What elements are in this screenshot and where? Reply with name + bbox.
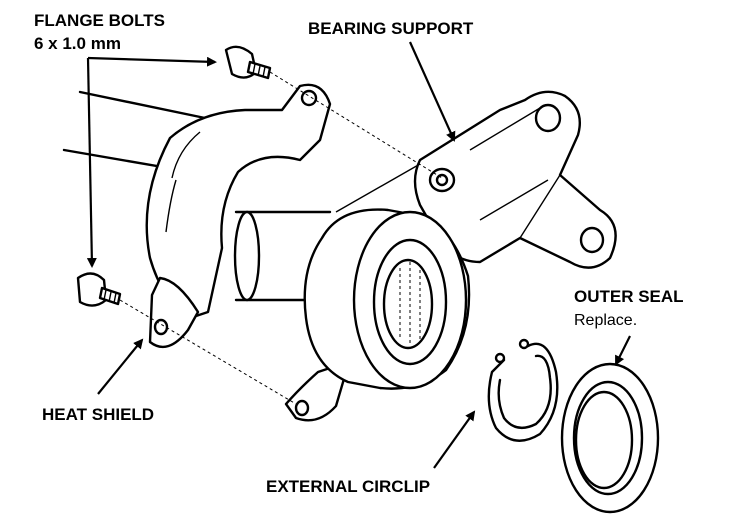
heat-shield <box>145 83 348 422</box>
label-bearing-support: BEARING SUPPORT <box>308 19 474 38</box>
outer-seal <box>560 362 660 514</box>
alignment-lines <box>119 71 443 405</box>
leader-lines <box>86 41 631 469</box>
external-circlip <box>487 338 559 442</box>
label-heat-shield: HEAT SHIELD <box>42 405 154 424</box>
bearing-assembly <box>303 208 471 390</box>
flange-bolt-lower <box>76 272 122 307</box>
label-external-circlip: EXTERNAL CIRCLIP <box>266 477 430 496</box>
label-flange-bolts: FLANGE BOLTS <box>34 11 165 30</box>
flange-bolt-upper <box>224 45 272 80</box>
label-outer-seal-note: Replace. <box>574 312 637 329</box>
bearing-support <box>413 90 617 269</box>
label-flange-bolts-size: 6 x 1.0 mm <box>34 34 121 53</box>
label-outer-seal: OUTER SEAL <box>574 287 684 306</box>
